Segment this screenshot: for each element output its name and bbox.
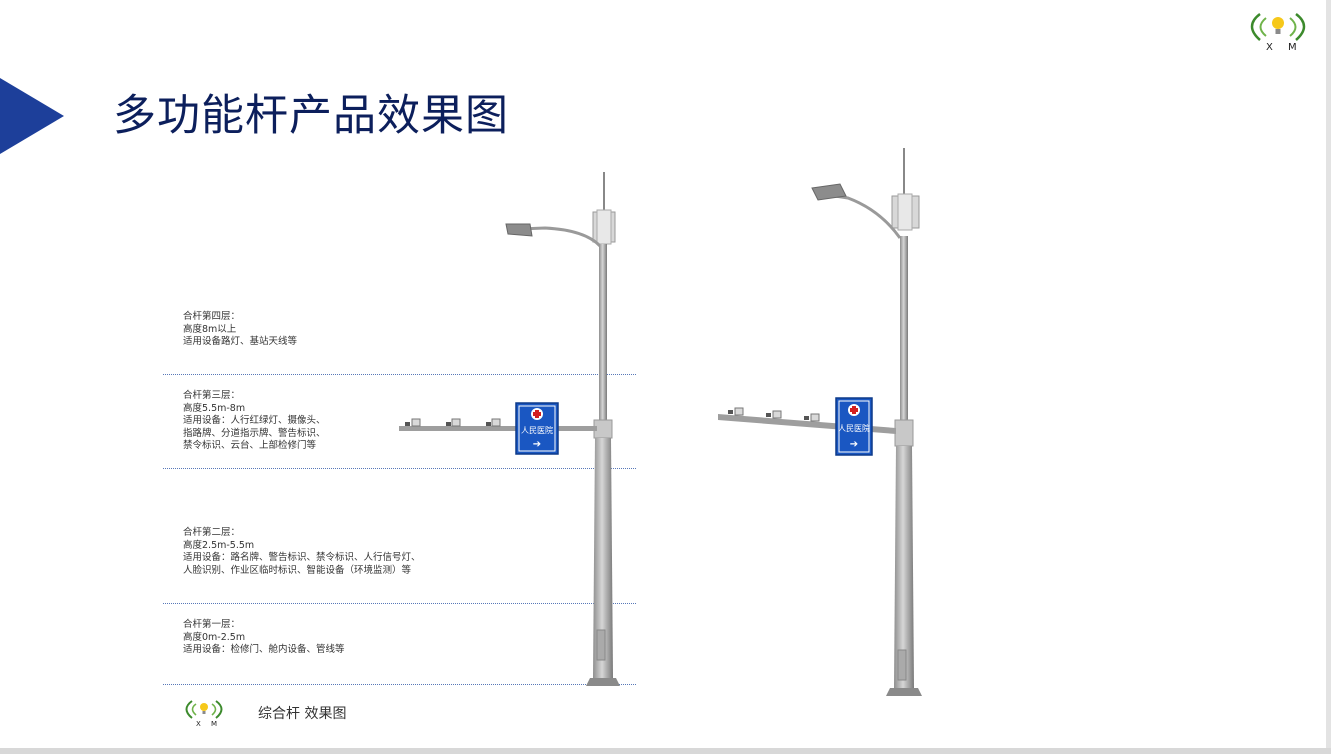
- layer-4-title: 合杆第四层：: [183, 311, 241, 322]
- logo-letters: X M: [1266, 42, 1303, 53]
- layer-2-title: 合杆第二层：: [183, 527, 241, 538]
- figure-caption: 综合杆 效果图: [258, 706, 347, 722]
- arrow-right-icon: ➔: [533, 439, 541, 450]
- layer-3-height: 高度5.5m-8m: [183, 402, 246, 414]
- layer-3-note: 合杆第三层： 高度5.5m-8m 适用设备：人行红绿灯、摄像头、 指路牌、分道指…: [183, 390, 326, 453]
- company-logo-small: [185, 700, 223, 719]
- layer-1-height: 高度0m-2.5m: [183, 631, 246, 643]
- layer-3-devices-1: 适用设备：人行红绿灯、摄像头、: [183, 415, 326, 426]
- hospital-sign-label: 人民医院: [838, 423, 870, 433]
- hospital-sign-label: 人民医院: [521, 425, 553, 435]
- smart-pole-perspective-view: 人民医院 ➔: [718, 148, 922, 696]
- layer-divider: [163, 468, 636, 469]
- layer-2-height: 高度2.5m-5.5m: [183, 539, 255, 551]
- layer-3-title: 合杆第三层：: [183, 390, 241, 401]
- layer-2-note: 合杆第二层： 高度2.5m-5.5m 适用设备：路名牌、警告标识、禁令标识、人行…: [183, 527, 421, 577]
- title-arrow-marker: [0, 78, 64, 154]
- layer-divider: [163, 684, 636, 685]
- page-title: 多功能杆产品效果图: [113, 91, 509, 141]
- layer-3-devices-3: 禁令标识、云台、上部检修门等: [183, 440, 317, 451]
- smart-pole-front-view: 人民医院 ➔: [399, 172, 620, 686]
- layer-3-devices-2: 指路牌、分道指示牌、警告标识、: [183, 427, 326, 439]
- company-logo: [1250, 13, 1306, 41]
- layer-4-devices: 适用设备路灯、基站天线等: [183, 336, 298, 347]
- arrow-right-icon: ➔: [850, 439, 858, 450]
- layer-1-title: 合杆第一层：: [183, 619, 241, 630]
- layer-4-note: 合杆第四层： 高度8m以上 适用设备路灯、基站天线等: [183, 311, 297, 349]
- layer-2-devices-2: 人脸识别、作业区临时标识、智能设备（环境监测）等: [183, 564, 412, 576]
- layer-1-devices: 适用设备：检修门、舱内设备、管线等: [183, 644, 345, 655]
- layer-divider: [163, 374, 636, 375]
- layer-1-note: 合杆第一层： 高度0m-2.5m 适用设备：检修门、舱内设备、管线等: [183, 619, 345, 657]
- right-edge-border: [1326, 0, 1331, 754]
- layer-4-height: 高度8m以上: [183, 323, 237, 335]
- layer-divider: [163, 603, 636, 604]
- logo-letters-small: X M: [196, 720, 222, 728]
- bottom-edge-border: [0, 748, 1331, 754]
- layer-2-devices-1: 适用设备：路名牌、警告标识、禁令标识、人行信号灯、: [183, 552, 421, 563]
